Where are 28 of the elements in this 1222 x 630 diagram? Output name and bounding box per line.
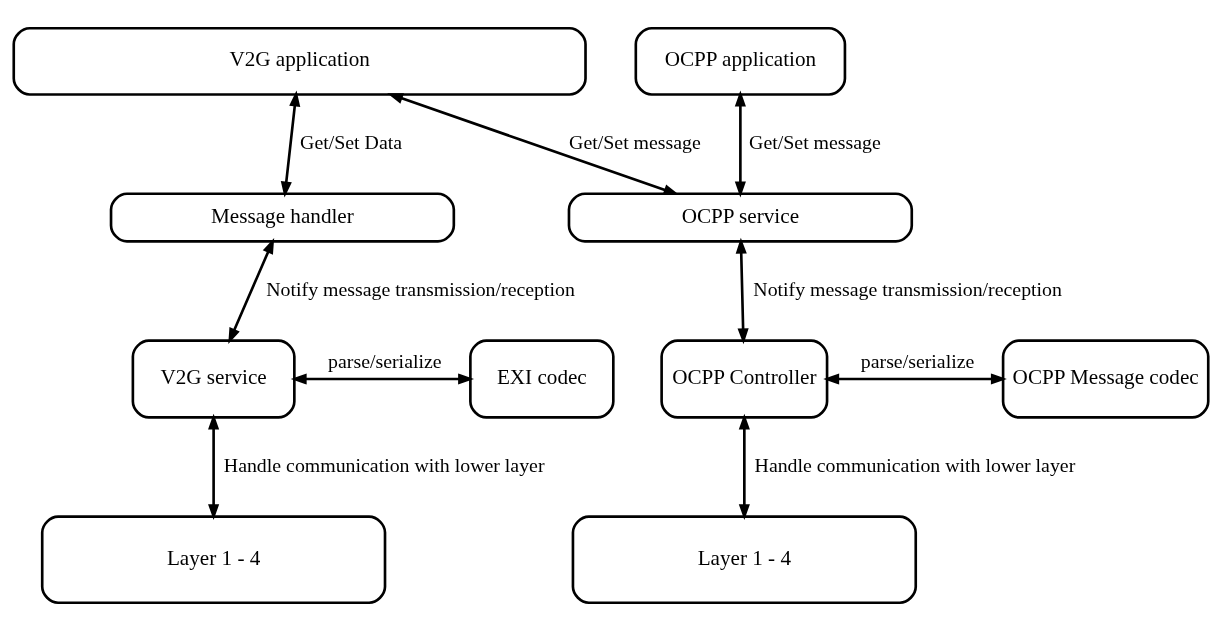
edge-label: Handle communication with lower layer (754, 453, 1076, 476)
arrow (228, 237, 275, 344)
arrow (208, 413, 220, 520)
arrow (735, 237, 749, 344)
node-box: Layer 1 - 4 (571, 514, 918, 604)
edge-label: Get/Set message (569, 130, 701, 153)
node-box: OCPP application (634, 26, 847, 96)
node-box: V2G application (12, 26, 587, 96)
node-box: OCPP service (567, 191, 914, 243)
arrow (280, 90, 301, 197)
arrow (734, 90, 746, 197)
node-box: OCPP Message codec (1001, 338, 1210, 419)
arrow (290, 372, 475, 385)
edge-label: parse/serialize (328, 349, 442, 372)
arrow (387, 92, 680, 195)
arrow (823, 372, 1007, 385)
edge-label: Notify message transmission/reception (266, 277, 575, 300)
node-box: EXI codec (469, 338, 615, 419)
edge-label: Handle communication with lower layer (223, 453, 545, 476)
node-box: OCPP Controller (660, 338, 829, 419)
node-box: Message handler (109, 191, 456, 243)
edge-label: Get/Set message (749, 130, 881, 153)
edge-label: Notify message transmission/reception (753, 277, 1062, 300)
node-box: V2G service (131, 338, 296, 419)
edge-label: Get/Set Data (300, 130, 403, 153)
arrow (738, 413, 750, 520)
edge-label: parse/serialize (860, 349, 975, 372)
node-box: Layer 1 - 4 (40, 514, 387, 604)
